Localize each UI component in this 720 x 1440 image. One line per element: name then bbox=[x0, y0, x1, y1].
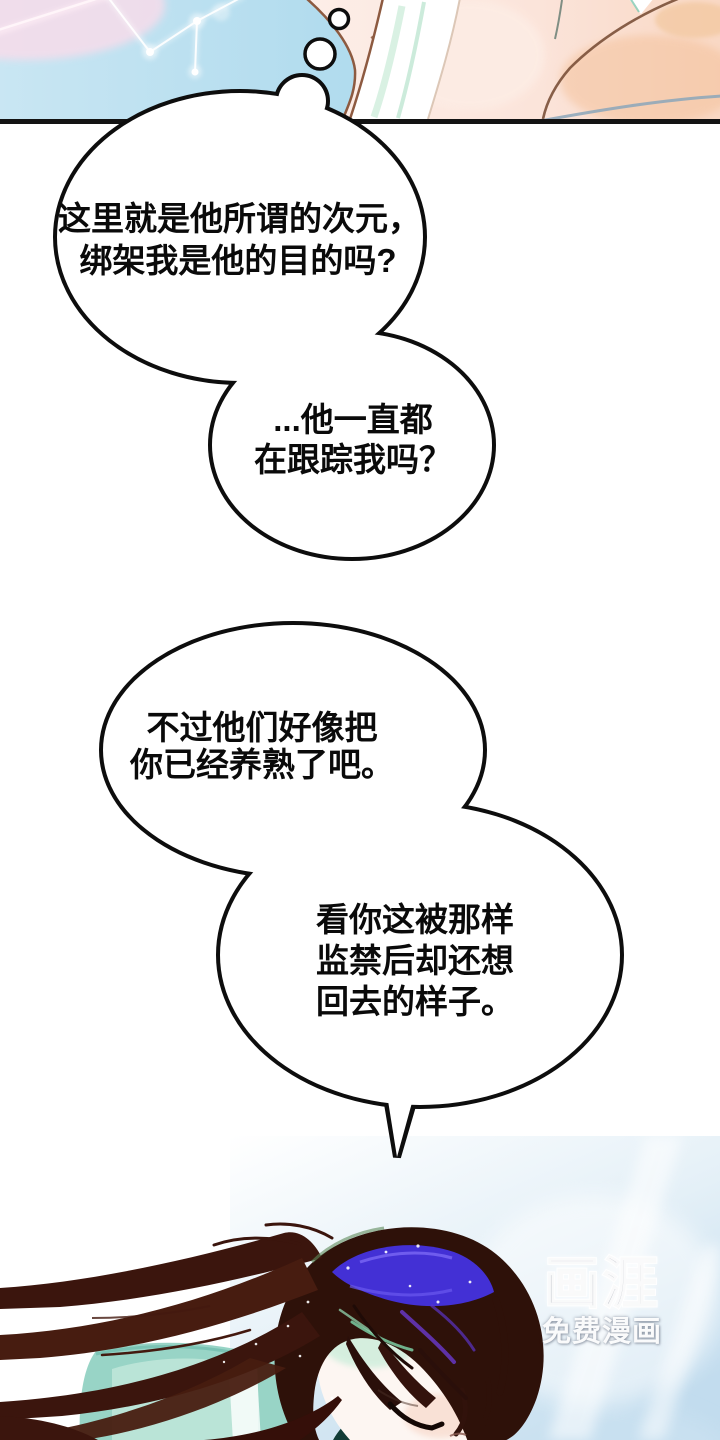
speech-bubble-group bbox=[99, 621, 624, 1159]
hair-blue-highlight bbox=[310, 1226, 494, 1364]
watermark-logo: 画涯 bbox=[543, 1251, 660, 1316]
thought-bubble-group bbox=[53, 7, 496, 561]
hair-sparkles bbox=[222, 1244, 472, 1400]
bubble-text-line: 绑架我是他的目的吗? bbox=[79, 242, 397, 279]
watermark-tagline: 免费漫画 bbox=[541, 1316, 662, 1348]
thought-bubble-2-text: ...他一直都 在跟踪我吗？ bbox=[203, 400, 503, 480]
pink-streak bbox=[0, 0, 107, 36]
white-fabric-wedge bbox=[348, 0, 461, 119]
thought-trail-dots bbox=[303, 7, 351, 71]
bubble-text-line: ...他一直都 bbox=[273, 401, 433, 438]
top-panel-illustration bbox=[0, 0, 720, 119]
speech-bubble-1-text: 不过他们好像把 你已经养熟了吧。 bbox=[112, 709, 412, 783]
speech-bubble-2-text: 看你这被那样 监禁后却还想 回去的样子。 bbox=[265, 899, 565, 1022]
bubble-text-line: 不过他们好像把 bbox=[146, 709, 378, 746]
bubble-text-line: 回去的样子。 bbox=[316, 983, 514, 1020]
bubble-text-line: 你已经养熟了吧。 bbox=[130, 746, 394, 783]
speech-bubble-fills bbox=[103, 625, 620, 1157]
thought-bubble-fills bbox=[57, 77, 492, 557]
constellation-stars bbox=[142, 3, 230, 79]
thought-bubble-1-text: 这里就是他所谓的次元， 绑架我是他的目的吗? bbox=[58, 198, 421, 282]
bubble-text-line: 看你这被那样 bbox=[316, 901, 514, 938]
top-panel bbox=[0, 0, 720, 124]
hair-bangs bbox=[346, 1304, 468, 1410]
bubble-text-line: 这里就是他所谓的次元， bbox=[58, 200, 421, 237]
bubble-text-line: 在跟踪我吗？ bbox=[254, 441, 452, 478]
watermark: 画涯 免费漫画 bbox=[537, 1251, 667, 1348]
character-head-illustration bbox=[0, 1136, 720, 1440]
closed-eye bbox=[377, 1389, 467, 1437]
bubble-text-line: 监禁后却还想 bbox=[316, 942, 514, 979]
